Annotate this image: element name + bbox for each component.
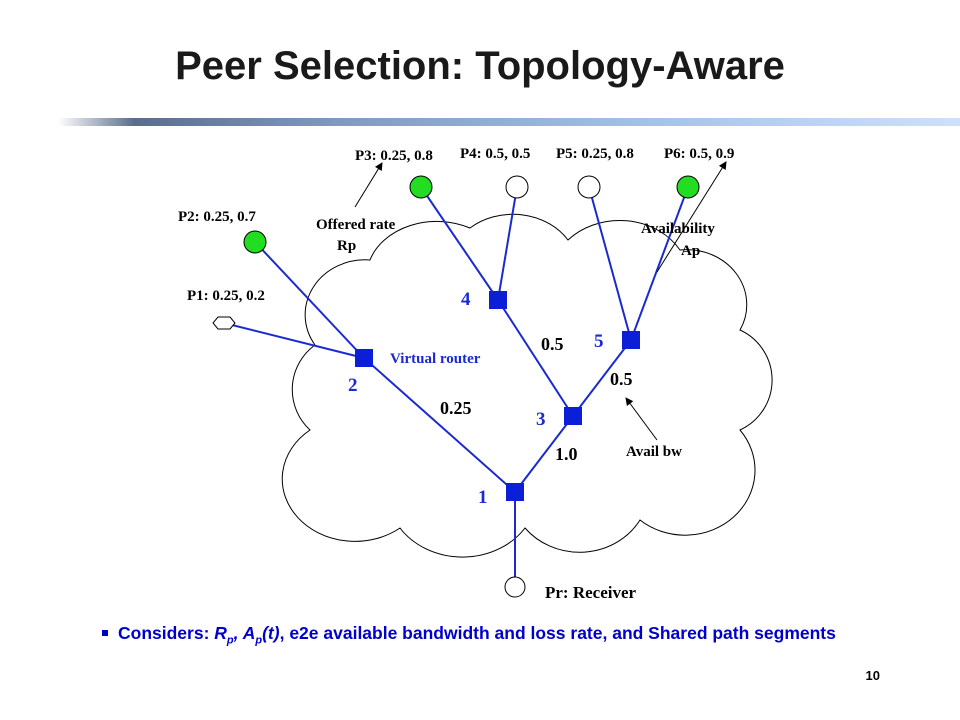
peer-p5-node	[577, 175, 601, 199]
router-5-number: 5	[594, 331, 604, 352]
offered-rate-label: Offered rate	[316, 217, 396, 233]
link-2-p2	[254, 241, 365, 359]
router-2-number: 2	[348, 375, 358, 396]
peer-p6-node	[676, 175, 700, 199]
peer-p1-node	[212, 316, 236, 330]
annotation-arrows	[354, 161, 727, 441]
bw-link-3-4: 0.5	[541, 334, 564, 354]
link-3-5	[572, 339, 632, 417]
peer-p6-label: P6: 0.5, 0.9	[664, 146, 734, 162]
router-2	[355, 349, 373, 367]
router-3	[564, 407, 582, 425]
peer-p3-label: P3: 0.25, 0.8	[355, 148, 433, 164]
receiver-node	[504, 576, 526, 598]
title-divider-bar	[0, 118, 960, 126]
router-4	[489, 291, 507, 309]
link-1-2	[363, 357, 516, 493]
offered-rate-arrow	[354, 162, 383, 208]
peers	[212, 175, 700, 598]
bw-link-1-3: 1.0	[555, 444, 578, 464]
page-title: Peer Selection: Topology-Aware	[175, 44, 785, 88]
bw-link-1-2: 0.25	[440, 398, 472, 418]
avail-bw-label: Avail bw	[626, 444, 682, 460]
peer-p2-node	[243, 230, 267, 254]
router-1-number: 1	[478, 487, 488, 508]
peer-p4-node	[505, 175, 529, 199]
link-3-4	[497, 299, 574, 417]
receiver-label: Pr: Receiver	[545, 583, 637, 602]
peer-p3-node	[409, 175, 433, 199]
bullet-marker	[102, 630, 108, 636]
virtual-router-label: Virtual router	[390, 351, 481, 367]
bw-link-3-5: 0.5	[610, 369, 633, 389]
link-4-p3	[420, 186, 499, 301]
link-5-p6	[630, 186, 689, 341]
router-1	[506, 483, 524, 501]
peer-p2-label: P2: 0.25, 0.7	[178, 209, 256, 225]
network-cloud	[281, 213, 773, 558]
availability-arrow	[656, 161, 727, 273]
router-3-number: 3	[536, 409, 546, 430]
link-4-p4	[497, 186, 518, 301]
peer-p5-label: P5: 0.25, 0.8	[556, 146, 634, 162]
network-links	[223, 186, 689, 585]
slide-number: 10	[865, 668, 880, 683]
routers	[355, 291, 640, 501]
availability-ap-label: Ap	[681, 243, 700, 259]
offered-rate-rp-label: Rp	[337, 238, 356, 254]
avail-bw-arrow	[625, 397, 658, 441]
link-1-3	[514, 415, 574, 493]
peer-p4-label: P4: 0.5, 0.5	[460, 146, 530, 162]
considers-bullet: Considers: Rp, Ap(t), e2e available band…	[102, 624, 898, 651]
router-5	[622, 331, 640, 349]
router-4-number: 4	[461, 289, 471, 310]
peer-p1-label: P1: 0.25, 0.2	[187, 288, 265, 304]
availability-label: Availability	[641, 221, 715, 237]
link-5-p5	[588, 186, 632, 341]
link-2-p1	[223, 322, 365, 359]
